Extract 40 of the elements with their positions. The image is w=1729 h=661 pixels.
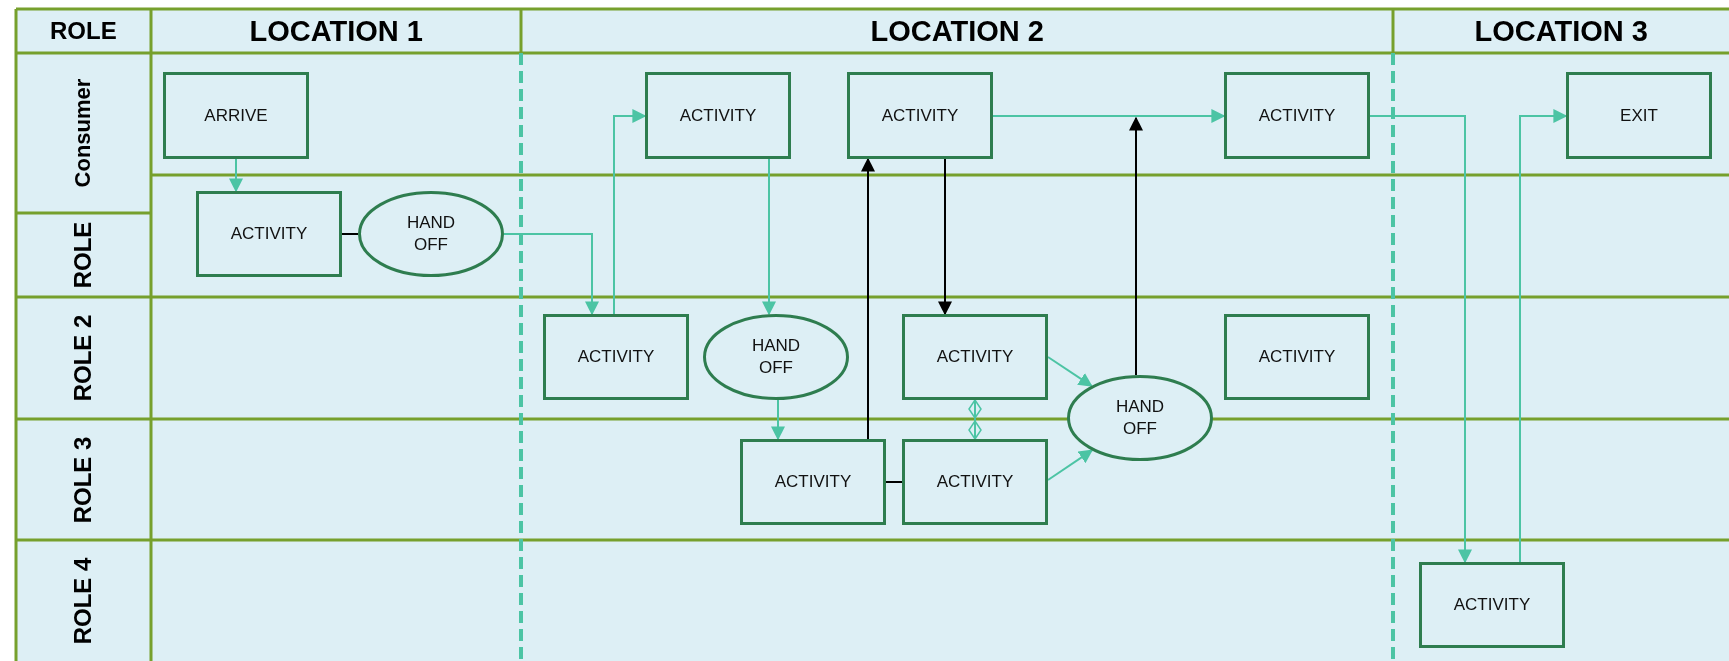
arrow <box>1047 449 1094 481</box>
arrow <box>1047 356 1093 387</box>
column-header: ROLE <box>50 17 117 45</box>
activity-box: ACTIVITY <box>543 314 689 400</box>
activity-box: EXIT <box>1566 72 1712 159</box>
arrow <box>1519 109 1568 563</box>
connector-line <box>341 233 359 235</box>
arrow <box>503 233 599 316</box>
connector-line <box>968 399 982 440</box>
arrow <box>1369 115 1472 564</box>
handoff-ellipse: HAND OFF <box>703 314 849 400</box>
activity-box: ARRIVE <box>163 72 309 159</box>
activity-box: ACTIVITY <box>645 72 791 159</box>
activity-box: ACTIVITY <box>1419 562 1565 648</box>
arrow <box>771 399 785 441</box>
activity-box: ACTIVITY <box>847 72 993 159</box>
arrow <box>1129 116 1143 376</box>
handoff-ellipse: HAND OFF <box>358 191 504 277</box>
arrow <box>861 157 875 440</box>
activity-box: ACTIVITY <box>902 314 1048 400</box>
column-header: LOCATION 3 <box>1474 14 1648 48</box>
activity-box: ACTIVITY <box>1224 72 1370 159</box>
arrow <box>762 158 776 316</box>
row-header: ROLE 3 <box>69 436 98 523</box>
activity-box: ACTIVITY <box>1224 314 1370 400</box>
column-header: LOCATION 2 <box>870 14 1044 48</box>
row-header: ROLE <box>69 221 98 289</box>
arrow <box>613 109 647 315</box>
row-header: Consumer <box>70 78 97 188</box>
arrow <box>992 109 1226 123</box>
row-header: ROLE 2 <box>69 314 98 402</box>
column-header: LOCATION 1 <box>249 14 423 48</box>
activity-box: ACTIVITY <box>902 439 1048 525</box>
arrow <box>229 158 243 193</box>
activity-box: ACTIVITY <box>196 191 342 277</box>
connector-line <box>885 481 903 483</box>
row-header: ROLE 4 <box>69 557 98 644</box>
handoff-ellipse: HAND OFF <box>1067 375 1213 461</box>
arrow <box>938 158 952 316</box>
activity-box: ACTIVITY <box>740 439 886 525</box>
